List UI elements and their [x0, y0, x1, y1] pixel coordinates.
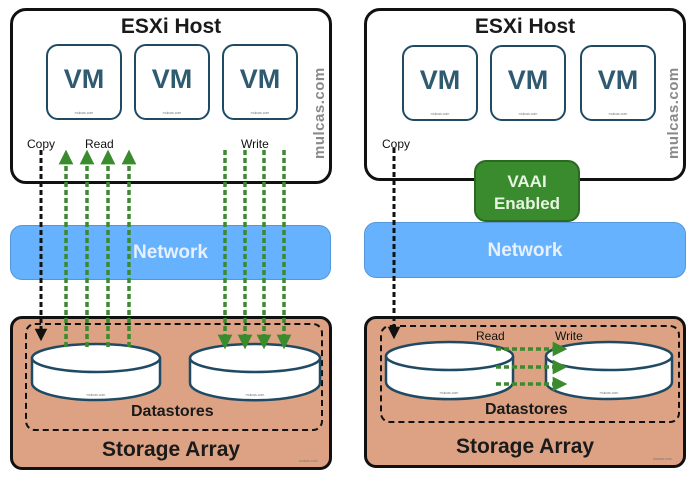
- vm-label: VM: [63, 64, 105, 94]
- read-label: Read: [476, 329, 505, 343]
- vaai-label-line2: Enabled: [493, 194, 561, 213]
- network-label: Network: [487, 240, 563, 261]
- vm-label: VM: [419, 65, 461, 95]
- esxi-host-title: ESXi Host: [474, 15, 576, 38]
- vm-3: VM mulcas.com: [222, 44, 298, 120]
- esxi-host: ESXi Host VM mulcas.com VM mulcas.com VM…: [364, 8, 686, 181]
- storage-array-label: Storage Array: [101, 438, 241, 461]
- esxi-host-title: ESXi Host: [120, 15, 222, 38]
- datastores-group: [25, 323, 323, 431]
- vm-1: VM mulcas.com: [46, 44, 122, 120]
- copy-label: Copy: [27, 137, 56, 151]
- vm-watermark: mulcas.com: [250, 111, 270, 115]
- storage-watermark: mulcas.com: [653, 457, 672, 461]
- write-label: Write: [241, 137, 269, 151]
- storage-array-label: Storage Array: [455, 435, 595, 458]
- storage-array: Read Write Datastores Storage Array mulc…: [364, 316, 686, 468]
- vaai-enabled-badge: VAAI Enabled: [474, 160, 580, 222]
- network-label: Network: [133, 242, 208, 263]
- copy-label: Copy: [382, 137, 411, 151]
- vm-2: VM mulcas.com: [134, 44, 210, 120]
- vm-watermark: mulcas.com: [518, 112, 538, 116]
- vaai-label-line1: VAAI: [507, 172, 547, 191]
- vm-label: VM: [151, 64, 193, 94]
- vm-watermark: mulcas.com: [162, 111, 182, 115]
- write-label: Write: [555, 329, 583, 343]
- esxi-host: ESXi Host VM mulcas.com VM mulcas.com VM…: [10, 8, 332, 184]
- storage-array: Datastores Storage Array mulcas.com: [10, 316, 332, 470]
- network: Network: [364, 222, 686, 278]
- datastores-label: Datastores: [131, 403, 214, 420]
- side-watermark: mulcas.com: [311, 67, 328, 159]
- vm-1: VM mulcas.com: [402, 45, 478, 121]
- datastores-group: [380, 325, 680, 423]
- vm-label: VM: [597, 65, 639, 95]
- vm-3: VM mulcas.com: [580, 45, 656, 121]
- vm-watermark: mulcas.com: [608, 112, 628, 116]
- network: Network: [10, 225, 331, 280]
- side-watermark: mulcas.com: [665, 67, 682, 159]
- storage-watermark: mulcas.com: [299, 459, 318, 463]
- datastores-label: Datastores: [485, 401, 568, 418]
- vm-watermark: mulcas.com: [430, 112, 450, 116]
- vm-2: VM mulcas.com: [490, 45, 566, 121]
- read-label: Read: [85, 137, 114, 151]
- vm-label: VM: [239, 64, 281, 94]
- vm-label: VM: [507, 65, 549, 95]
- vm-watermark: mulcas.com: [74, 111, 94, 115]
